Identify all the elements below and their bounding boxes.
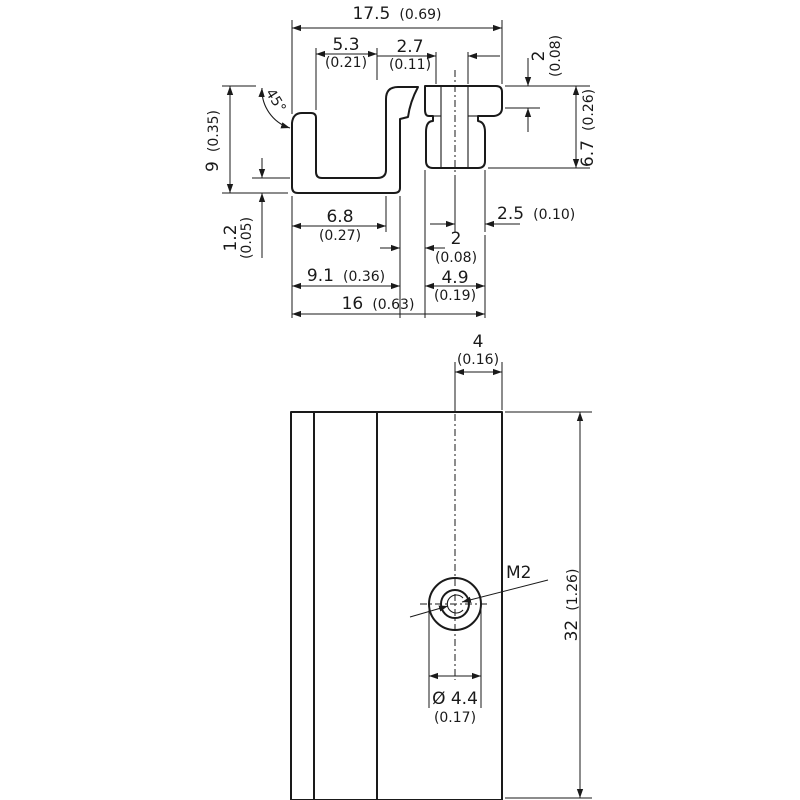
thread-hole-inner xyxy=(446,594,464,614)
dim-base-width: 16 xyxy=(342,294,364,314)
svg-text:9 (0.35): 9 (0.35) xyxy=(203,110,223,172)
dim-length: 32 xyxy=(562,620,582,642)
svg-text:17.5 (0.69): 17.5 (0.69) xyxy=(352,4,441,24)
dim-hook-width: 5.3 xyxy=(332,35,359,55)
svg-text:16 (0.63): 16 (0.63) xyxy=(342,294,415,314)
dim-gap-in: (0.08) xyxy=(435,250,477,266)
dim-left-to-gap-in: (0.36) xyxy=(343,269,385,285)
dim-base-thickness: 1.2 xyxy=(221,224,241,251)
dim-height: 9 xyxy=(203,161,223,172)
dim-counterbore-in: (0.17) xyxy=(434,710,476,726)
angle-arc xyxy=(258,87,291,129)
svg-text:6.7 (0.26): 6.7 (0.26) xyxy=(578,89,598,167)
svg-text:9.1 (0.36): 9.1 (0.36) xyxy=(307,266,385,286)
front-body xyxy=(290,411,503,800)
dim-top-step-in: (0.08) xyxy=(548,35,564,77)
dim-right-height: 6.7 xyxy=(578,140,598,167)
dim-slot-width: 2.7 xyxy=(396,37,423,57)
dim-height-in: (0.35) xyxy=(206,110,222,152)
dim-hole-center-in: (0.16) xyxy=(457,352,499,368)
dim-overall-width: 17.5 xyxy=(352,4,390,24)
dim-block-width: 4.9 xyxy=(441,268,468,288)
dim-overall-width-in: (0.69) xyxy=(399,7,441,23)
dim-hole-offset: 2.5 xyxy=(497,204,524,224)
hook-profile xyxy=(291,86,419,194)
dim-slot-width-in: (0.11) xyxy=(389,57,431,73)
dim-thread: M2 xyxy=(506,563,531,583)
dim-base-thickness-in: (0.05) xyxy=(239,217,255,259)
dim-gap: 2 xyxy=(451,229,462,249)
dim-left-to-gap: 9.1 xyxy=(307,266,334,286)
thread-hole-outer xyxy=(440,589,470,619)
counterbore-circle xyxy=(428,577,482,631)
svg-text:32 (1.26): 32 (1.26) xyxy=(562,569,582,642)
dim-hook-width-in: (0.21) xyxy=(325,55,367,71)
front-view xyxy=(290,411,503,800)
dim-hole-center: 4 xyxy=(473,332,484,352)
top-dimensions: 17.5 (0.69) 5.3 (0.21) 2.7 (0.11) 2 (0.0… xyxy=(203,4,598,318)
top-view xyxy=(258,70,503,194)
dim-block-width-in: (0.19) xyxy=(434,288,476,304)
dim-top-step: 2 xyxy=(529,51,549,62)
dim-inner-width-in: (0.27) xyxy=(319,228,361,244)
dim-counterbore: Ø 4.4 xyxy=(432,689,478,709)
dim-base-width-in: (0.63) xyxy=(372,297,414,313)
dim-inner-width: 6.8 xyxy=(326,207,353,227)
dim-right-height-in: (0.26) xyxy=(581,89,597,131)
dim-length-in: (1.26) xyxy=(565,569,581,611)
dim-angle: 45° xyxy=(262,86,289,116)
front-dimensions: 4 (0.16) M2 32 (1.26) Ø 4.4 (0.17) xyxy=(409,332,592,799)
dim-hole-offset-in: (0.10) xyxy=(533,207,575,223)
svg-text:2.5 (0.10): 2.5 (0.10) xyxy=(497,204,575,224)
clamp-block xyxy=(424,85,503,169)
